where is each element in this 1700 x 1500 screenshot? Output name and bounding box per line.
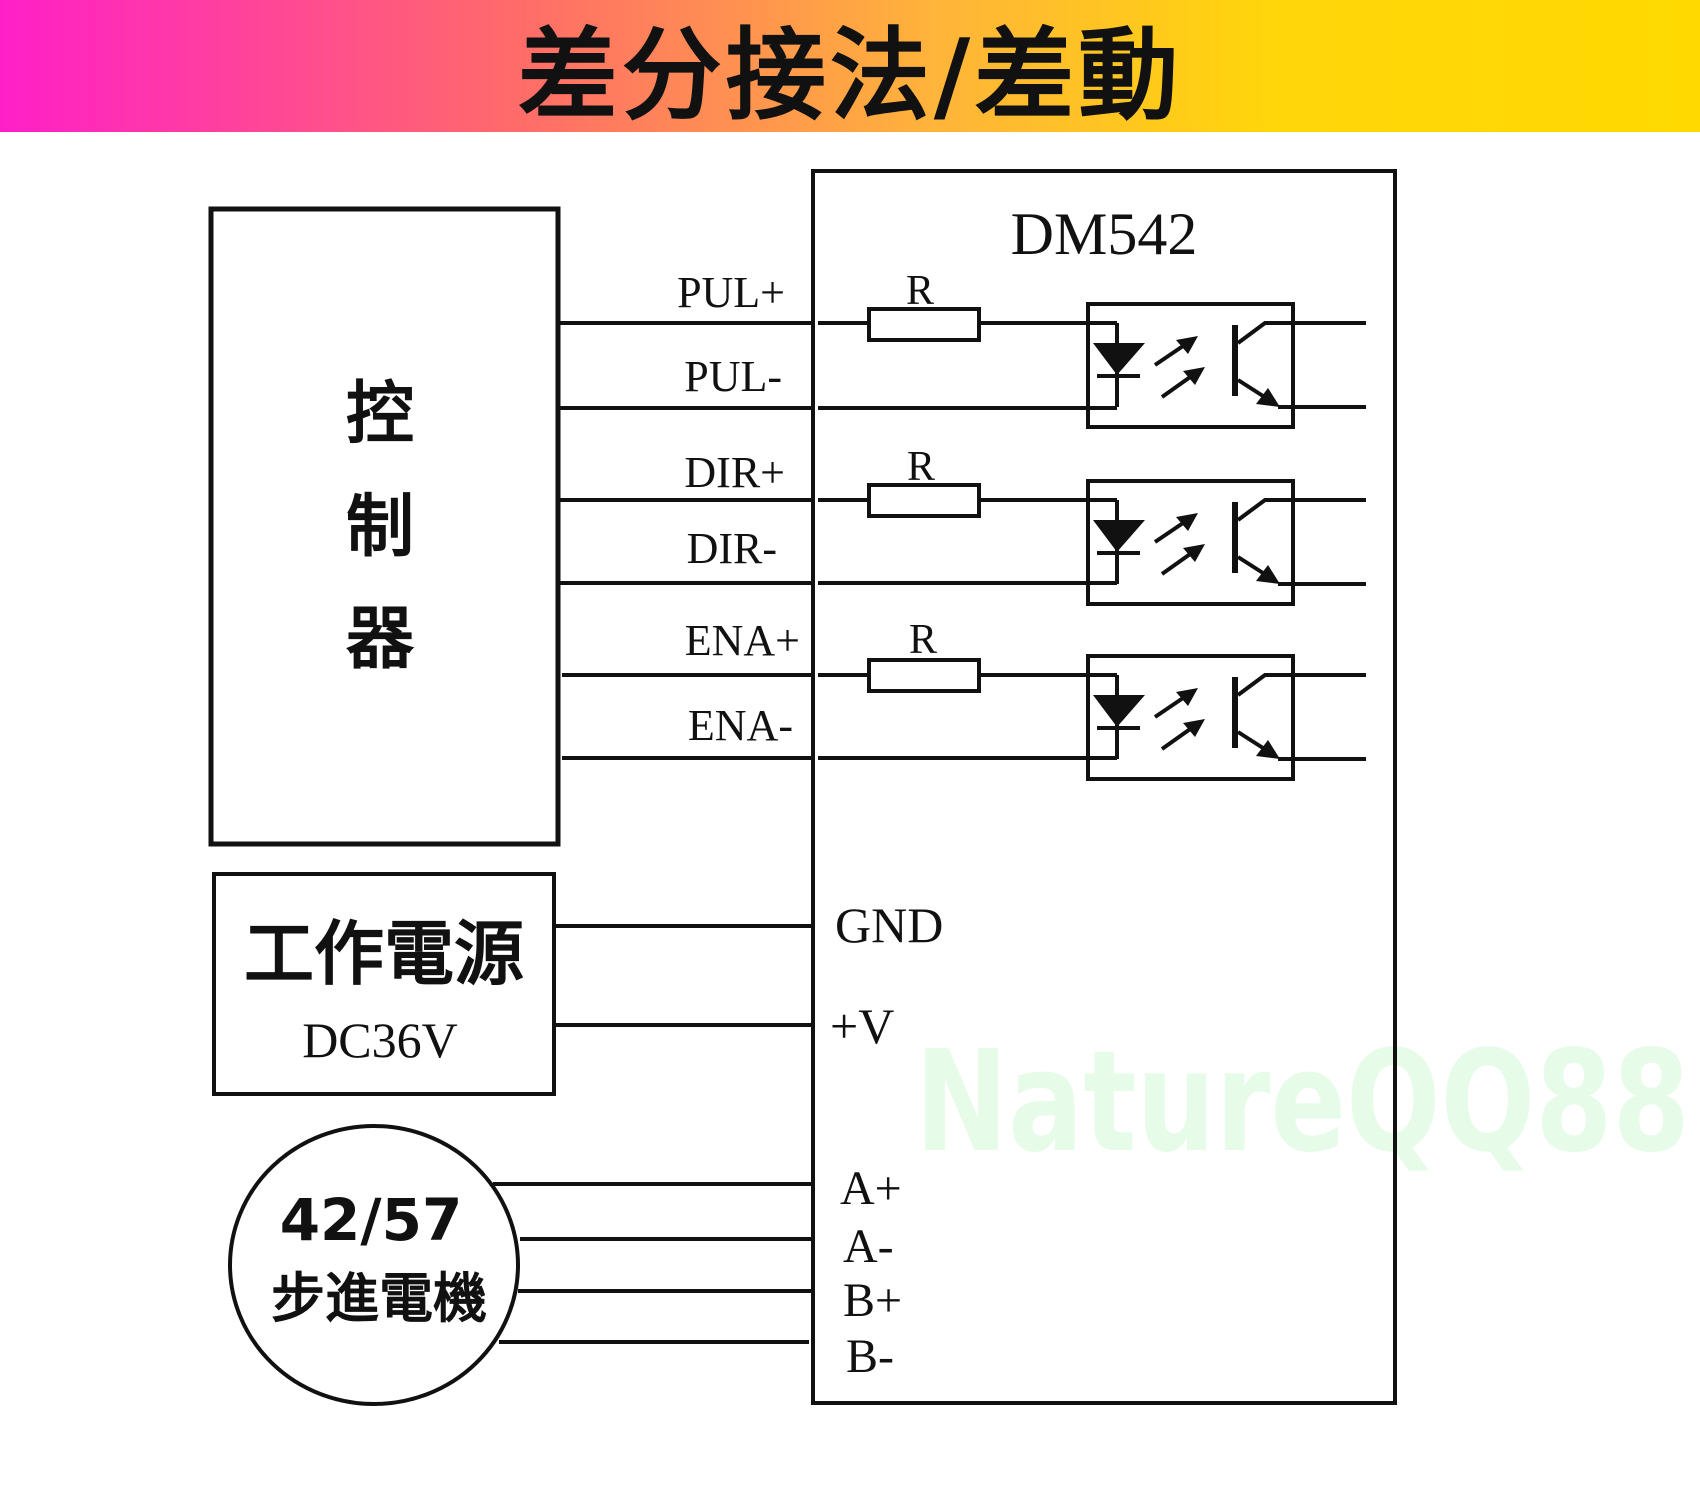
power-label: 工作電源 (244, 913, 524, 995)
controller-char-1: 控 (346, 375, 414, 454)
title-banner: 差分接法/差動 (0, 0, 1700, 134)
driver-box (811, 169, 1397, 1405)
optocoupler-ena (1088, 656, 1366, 779)
label-ena-plus: ENA+ (685, 616, 800, 665)
driver-model: DM542 (1011, 201, 1198, 267)
resistor-ena (867, 658, 981, 693)
resistor-label: R (906, 268, 934, 314)
label-dir-minus: DIR- (687, 524, 777, 573)
label-pul-plus: PUL+ (677, 268, 785, 317)
optocoupler-dir (1088, 481, 1366, 604)
label-b-minus: B- (846, 1330, 894, 1383)
label-dir-plus: DIR+ (684, 448, 785, 497)
resistor-label: R (909, 617, 937, 663)
watermark: NatureQQ88 (915, 1021, 1690, 1184)
resistor-dir (867, 483, 981, 518)
label-a-minus: A- (843, 1220, 894, 1273)
label-ena-minus: ENA- (688, 701, 793, 750)
power-box (212, 872, 556, 1096)
label-b-plus: B+ (843, 1274, 902, 1327)
power-voltage: DC36V (302, 1012, 458, 1068)
resistor-pul (867, 307, 981, 342)
motor-wires (493, 1182, 811, 1344)
controller-box (208, 206, 561, 847)
motor-size: 42/57 (280, 1186, 463, 1254)
controller-char-2: 制 (346, 488, 414, 567)
label-pul-minus: PUL- (684, 352, 782, 401)
resistor-label: R (907, 444, 935, 490)
page-title: 差分接法/差動 (517, 16, 1183, 134)
label-vplus: +V (830, 998, 894, 1054)
label-gnd: GND (835, 897, 943, 953)
motor-label: 步進電機 (271, 1267, 487, 1330)
label-a-plus: A+ (840, 1162, 902, 1215)
optocoupler-pul (1088, 304, 1366, 427)
controller-char-3: 器 (346, 600, 415, 679)
signal-wires (558, 321, 1117, 760)
motor-circle (228, 1124, 520, 1406)
